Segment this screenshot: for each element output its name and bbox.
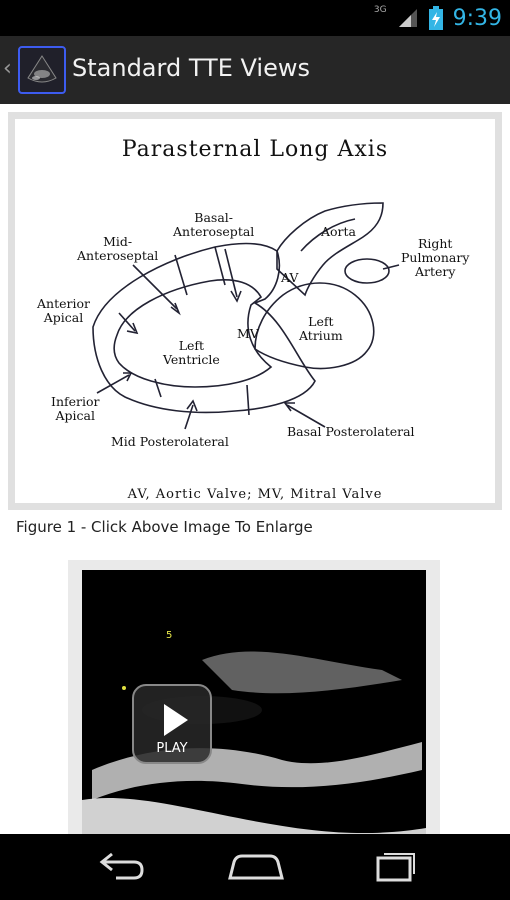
recent-apps-button[interactable] (356, 844, 436, 890)
page-title: Standard TTE Views (72, 54, 310, 82)
battery-icon (428, 6, 443, 30)
status-bar: 3G 9:39 (0, 0, 510, 36)
figure-title: Parasternal Long Axis (121, 137, 389, 162)
video-player[interactable]: 5 PLAY (68, 560, 440, 834)
app-logo-icon[interactable] (18, 46, 66, 94)
signal-icon (398, 9, 417, 27)
content-scroll-area[interactable]: Parasternal Long Axis (0, 104, 510, 834)
label-inferior-apical: Inferior Apical (51, 394, 100, 423)
play-button[interactable]: PLAY (132, 684, 212, 764)
figure-image[interactable]: Parasternal Long Axis (8, 112, 502, 510)
recent-apps-icon (376, 853, 415, 882)
clock: 9:39 (452, 5, 502, 31)
home-button[interactable] (216, 844, 296, 890)
network-type-label: 3G (373, 5, 387, 15)
label-av: AV (281, 270, 299, 285)
label-basal-posterolateral: Basal Posterolateral (287, 424, 415, 439)
label-left-atrium: Left Atrium (299, 314, 343, 343)
echo-video-frame: 5 PLAY (82, 570, 426, 834)
heart-diagram (92, 202, 400, 430)
label-basal-anteroseptal: Basal- Anteroseptal (173, 210, 255, 239)
label-aorta: Aorta (321, 224, 357, 239)
back-icon (99, 852, 144, 880)
home-icon (228, 854, 284, 880)
play-label: PLAY (156, 741, 188, 756)
figure-note: Figure 1 - Click Above Image To Enlarge (16, 518, 313, 536)
video-marker-label: 5 (166, 630, 173, 641)
label-mid-anteroseptal: Mid- Anteroseptal (77, 234, 159, 263)
label-right-pulmonary-artery: Right Pulmonary Artery (401, 236, 470, 279)
up-navigation-icon[interactable]: ‹ (3, 56, 12, 81)
label-mid-posterolateral: Mid Posterolateral (111, 434, 229, 449)
navigation-bar (0, 834, 510, 900)
action-bar: ‹ Standard TTE Views (0, 36, 510, 104)
label-left-ventricle: Left Ventricle (163, 338, 220, 367)
label-anterior-apical: Anterior Apical (37, 296, 90, 325)
figure-caption: AV, Aortic Valve; MV, Mitral Valve (127, 487, 383, 502)
back-button[interactable] (76, 844, 156, 890)
figure-diagram: Parasternal Long Axis (15, 119, 495, 503)
play-icon (164, 704, 188, 736)
label-mv: MV (237, 326, 259, 341)
